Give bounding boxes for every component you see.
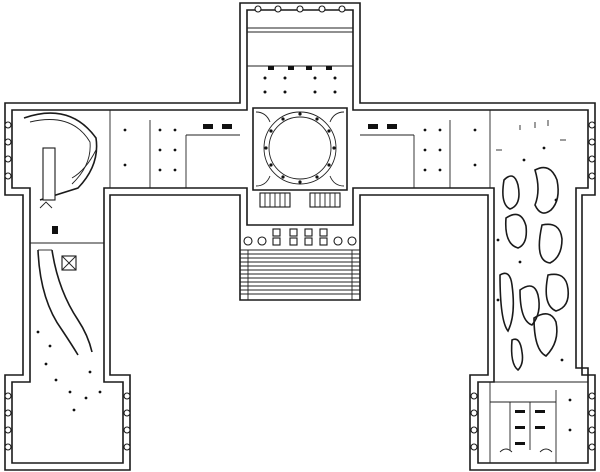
facade-piers-left <box>4 121 131 451</box>
east-west-galleries <box>109 110 491 188</box>
exterior-walls <box>4 2 596 471</box>
free-form-partitions <box>499 166 570 372</box>
rotunda <box>263 111 337 185</box>
serpentine-ramp <box>37 249 79 356</box>
left-wing <box>23 112 104 412</box>
rotunda-columns <box>264 112 336 184</box>
office-block <box>478 381 588 463</box>
stair-cores <box>259 192 341 208</box>
facade-piers-right <box>470 121 596 451</box>
curved-hall <box>23 112 98 201</box>
north-portico-piers <box>254 5 346 13</box>
entrance-colonnade <box>243 228 357 246</box>
center-block <box>240 5 360 300</box>
right-wing <box>478 120 588 463</box>
grand-stair <box>240 249 360 300</box>
